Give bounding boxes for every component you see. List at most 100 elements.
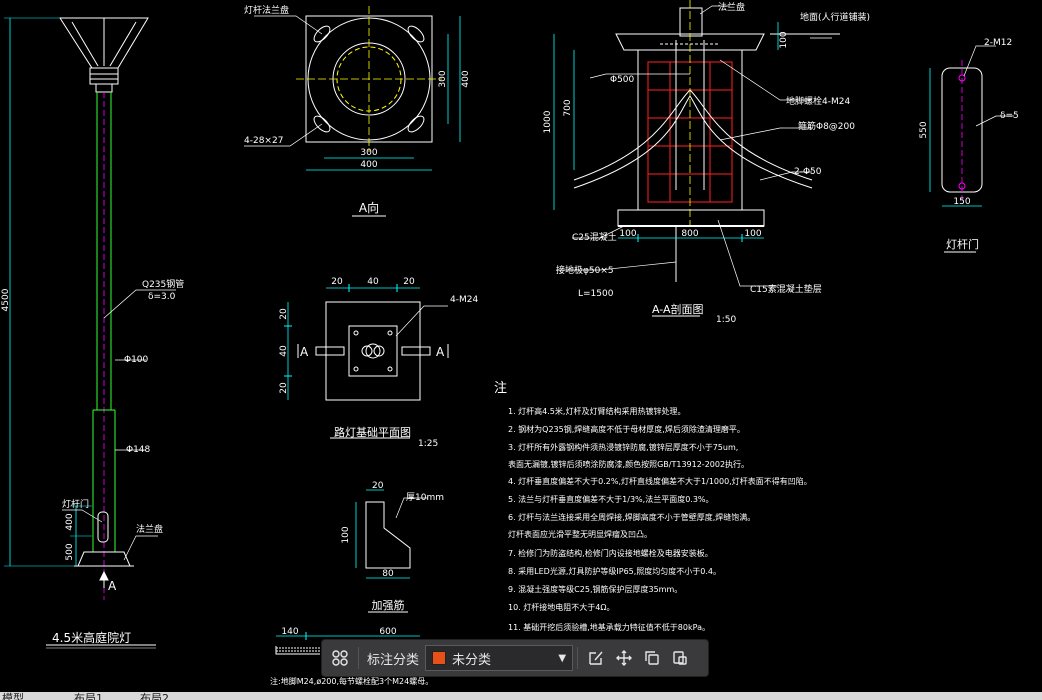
note-line: 5. 法兰与灯杆垂直度偏差不大于1/3%,法兰平面度0.3%。: [508, 494, 714, 504]
annotation-category-select[interactable]: 未分类 ▼: [425, 645, 574, 671]
aa-title: A-A剖面图: [652, 302, 704, 316]
lamp-pipe-thk: δ=3.0: [148, 292, 176, 302]
category-color-swatch: [432, 651, 447, 665]
av-dim-400: 400: [360, 160, 377, 170]
aa-pipe-label: Φ500: [610, 75, 635, 85]
aa-scale: 1:50: [716, 315, 736, 325]
aa-conc-label: C25混凝土: [572, 231, 617, 243]
rib-thk: 厚10mm: [406, 492, 444, 503]
av-bolt-label: 灯杆法兰盘: [244, 4, 289, 16]
aa-ground-len: L=1500: [578, 289, 614, 299]
grid-menu-icon[interactable]: [326, 644, 354, 672]
aa-cushion-label: C15素混凝土垫层: [750, 283, 822, 295]
lamp-height-dim: 4500: [1, 288, 11, 311]
notes-block: 注 1. 灯杆高4.5米,灯杆及灯臂结构采用热镀锌处理。 2. 钢材为Q235钢…: [494, 381, 812, 632]
note-line: 4. 灯杆垂直度偏差不大于0.2%,灯杆直线度偏差不大于1/1000,灯杆表面不…: [508, 476, 812, 486]
door-dim-550: 550: [919, 121, 929, 138]
anchor-dim-140: 140: [281, 627, 298, 637]
chevron-down-icon: ▼: [558, 652, 567, 664]
lamp-dia-top: Φ100: [124, 355, 149, 365]
lamp-dim-500: 500: [65, 543, 75, 560]
av-dim-300: 300: [360, 148, 377, 158]
plan-title: 路灯基础平面图: [334, 426, 411, 439]
toolbar-divider: [358, 647, 359, 669]
note-line: 表面无漏镀,镀锌后须喷涂防腐漆,颜色按照GB/T13912-2002执行。: [508, 459, 749, 469]
plan-dim-20-c: 20: [279, 308, 289, 320]
annotation-category-label: 标注分类: [367, 652, 420, 668]
edit-icon[interactable]: [582, 644, 610, 672]
rib-dim-80: 80: [382, 569, 394, 579]
toolbar-divider: [577, 647, 579, 669]
note-line: 9. 混凝土强度等级C25,钢筋保护层厚度35mm。: [508, 584, 682, 594]
rib-dim-20: 20: [372, 481, 384, 491]
plan-mark-a-left: A: [300, 345, 309, 359]
move-icon[interactable]: [610, 644, 638, 672]
note-line: 6. 灯杆与法兰连接采用全周焊接,焊脚高度不小于管壁厚度,焊缝饱满。: [508, 512, 755, 522]
notes-title: 注: [494, 381, 507, 396]
aa-ground-wire: 接地极φ50×5: [556, 264, 614, 276]
stiffener-rib: [355, 489, 428, 613]
aa-ground-label: 地面(人行道铺装): [800, 11, 870, 23]
door-thk-label: δ=5: [1000, 111, 1019, 121]
note-line: 11. 基础开挖后须验槽,地基承载力特征值不低于80kPa。: [508, 622, 710, 632]
aa-conduit-label: 2-Φ50: [794, 167, 822, 177]
aa-dim-100-l: 100: [619, 229, 636, 239]
lamp-elevation: [4, 17, 176, 649]
aa-section: [553, 0, 840, 317]
anchor-note: 注:地脚M24,ø200,每节螺栓配3个M24螺母。: [270, 676, 433, 686]
note-line: 1. 灯杆高4.5米,灯杆及灯臂结构采用热镀锌处理。: [508, 406, 685, 416]
plan-dim-20-a: 20: [331, 277, 343, 287]
aa-bolt-label: 地脚螺栓4-M24: [786, 95, 850, 107]
a-direction-view: [244, 6, 461, 217]
plan-scale: 1:25: [418, 439, 438, 449]
door-detail: [929, 45, 1014, 253]
aa-dim-700: 700: [563, 99, 573, 116]
plan-dim-40-v: 40: [279, 345, 289, 357]
tab-model[interactable]: 模型: [2, 692, 24, 700]
plan-mark-a-right: A: [436, 345, 445, 359]
door-bolt-label: 2-M12: [984, 38, 1012, 48]
av-title: A向: [359, 200, 379, 215]
lamp-flange-label: 法兰盘: [136, 523, 163, 535]
note-line: 10. 灯杆接地电阻不大于4Ω。: [508, 602, 614, 612]
annotation-toolbar: 标注分类 未分类 ▼: [322, 640, 708, 676]
layout-tab-bar: 模型 布局1 布局2: [0, 692, 1042, 700]
lamp-door-label: 灯杆门: [62, 498, 89, 510]
note-line: 灯杆表面应光滑平整无明显焊瘤及凹凸。: [508, 529, 652, 539]
note-line: 2. 钢材为Q235钢,焊缝高度不低于母材厚度,焊后须除渣清理磨平。: [508, 424, 745, 434]
aa-dim-100-v: 100: [779, 31, 789, 48]
door-title: 灯杆门: [946, 237, 979, 251]
lamp-dim-400: 400: [65, 513, 75, 530]
lamp-section-mark: A: [108, 579, 117, 593]
tab-layout1[interactable]: 布局1: [74, 692, 103, 700]
plan-dim-20-b: 20: [403, 277, 415, 287]
note-line: 3. 灯杆所有外露钢构件须热浸镀锌防腐,镀锌层厚度不小于75um,: [508, 442, 738, 452]
rib-title: 加强筋: [372, 598, 405, 612]
paste-icon[interactable]: [666, 644, 694, 672]
plan-dim-40: 40: [367, 277, 379, 287]
aa-flange-label: 法兰盘: [718, 1, 745, 13]
plan-dim-20-d: 20: [279, 382, 289, 394]
tab-layout2[interactable]: 布局2: [140, 692, 169, 700]
aa-dim-1000: 1000: [543, 110, 553, 133]
aa-rebar-label: 箍筋Φ8@200: [798, 120, 855, 132]
av-dim-300-v: 300: [438, 70, 448, 87]
rib-dim-100: 100: [341, 526, 351, 543]
lamp-title: 4.5米高庭院灯: [52, 630, 131, 645]
lamp-dia-bottom: Φ148: [126, 445, 151, 455]
av-hole-label: 4-28×27: [244, 136, 283, 146]
av-dim-400-v: 400: [461, 70, 471, 87]
lamp-pipe-label: Q235钢管: [142, 278, 184, 290]
aa-dim-100-r: 100: [744, 229, 761, 239]
anchor-dim-600: 600: [379, 627, 396, 637]
copy-icon[interactable]: [638, 644, 666, 672]
aa-dim-800: 800: [681, 229, 698, 239]
note-line: 8. 采用LED光源,灯具防护等级IP65,照度均匀度不小于0.4。: [508, 566, 721, 576]
plan-bolt-label: 4-M24: [450, 295, 478, 305]
note-line: 7. 检修门为防盗结构,检修门内设接地螺栓及电器安装板。: [508, 548, 713, 558]
foundation-plan: [284, 284, 449, 439]
category-value: 未分类: [452, 652, 492, 668]
anchor-bolt-detail: [275, 632, 420, 655]
door-dim-150: 150: [953, 197, 970, 207]
